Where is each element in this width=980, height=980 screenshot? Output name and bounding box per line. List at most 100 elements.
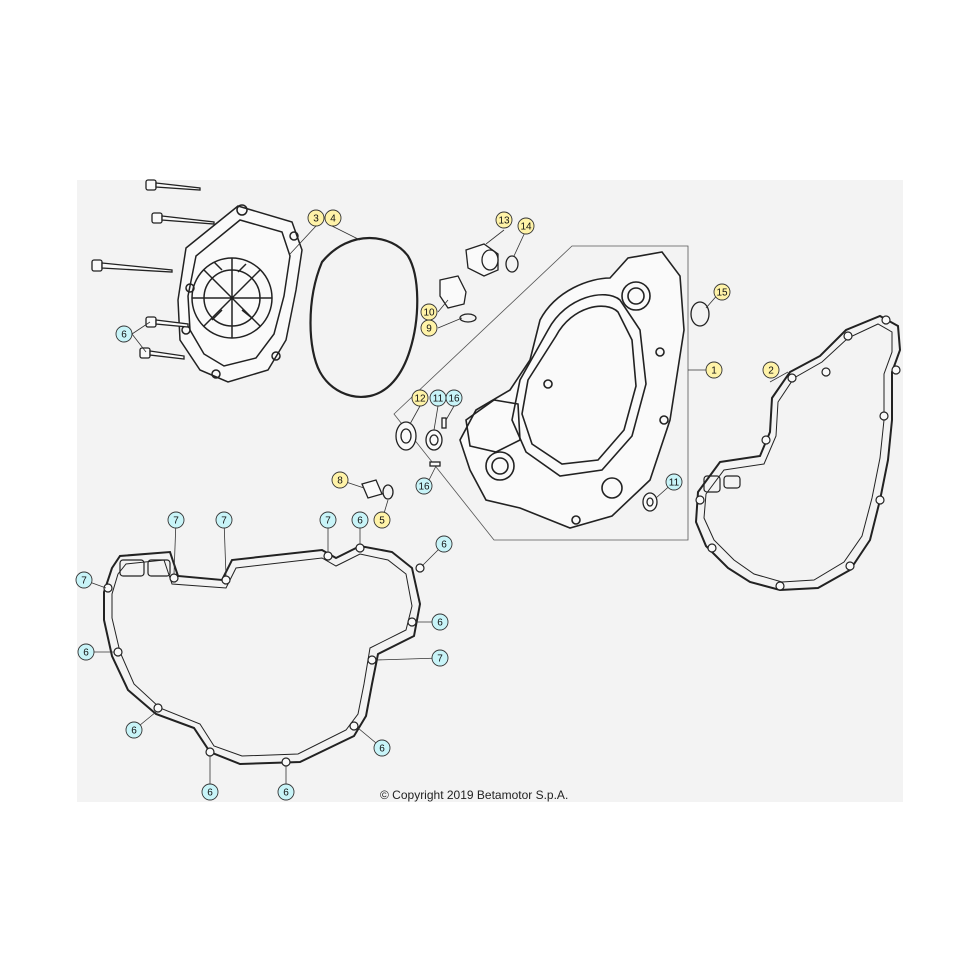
callout-bubble [115, 325, 133, 343]
callout-13: 13 [495, 211, 513, 229]
callout-bubble [445, 389, 463, 407]
outer-cover-gasket [309, 237, 419, 398]
callout-label: 9 [426, 324, 432, 335]
callout-7: 7 [431, 649, 449, 667]
callout-6: 6 [277, 783, 295, 801]
callout-9: 9 [420, 319, 438, 337]
callout-label: 6 [207, 788, 213, 799]
callout-label: 15 [716, 288, 728, 299]
callout-bubble [319, 511, 337, 529]
callout-label: 14 [520, 222, 532, 233]
callout-bubble [215, 511, 233, 529]
callout-bubble [125, 721, 143, 739]
inner-clutch-cover [459, 251, 685, 529]
callout-label: 10 [423, 308, 435, 319]
callout-bubble [201, 783, 219, 801]
callout-label: 3 [313, 214, 319, 225]
callout-7: 7 [215, 511, 233, 529]
callout-label: 6 [83, 648, 89, 659]
callout-bubble [373, 739, 391, 757]
callout-bubble [77, 643, 95, 661]
callout-6: 6 [125, 721, 143, 739]
callout-bubble [411, 389, 429, 407]
callout-12: 12 [411, 389, 429, 407]
callout-7: 7 [75, 571, 93, 589]
inner-cover-leader-box [393, 245, 689, 541]
inner-cover-gasket-inner [703, 323, 893, 583]
callout-label: 12 [414, 394, 426, 405]
callout-6: 6 [115, 325, 133, 343]
callout-bubble [665, 473, 683, 491]
callout-16: 16 [415, 477, 433, 495]
callout-label: 16 [418, 482, 430, 493]
callout-bubble [75, 571, 93, 589]
callout-2: 2 [762, 361, 780, 379]
leader-lines [83, 225, 789, 794]
callout-bubble [495, 211, 513, 229]
callout-6: 6 [351, 511, 369, 529]
callout-bubble [324, 209, 342, 227]
callout-label: 11 [433, 394, 444, 405]
callout-8: 8 [331, 471, 349, 489]
callout-bubble [705, 361, 723, 379]
callout-bubble [351, 511, 369, 529]
small-parts [361, 243, 710, 512]
callout-bubble [517, 217, 535, 235]
crankcase-gasket [103, 544, 422, 766]
callout-6: 6 [431, 613, 449, 631]
callout-7: 7 [167, 511, 185, 529]
callout-label: 7 [221, 516, 227, 527]
inner-cover-gasket [694, 314, 902, 592]
crankcase-gasket-holes [103, 543, 425, 767]
callout-4: 4 [324, 209, 342, 227]
callout-label: 11 [669, 478, 680, 489]
callout-5: 5 [373, 511, 391, 529]
callout-3: 3 [307, 209, 325, 227]
inner-gasket-holes [695, 315, 901, 591]
callout-label: 5 [379, 516, 385, 527]
callout-7: 7 [319, 511, 337, 529]
crankcase-gasket-inner [111, 553, 413, 757]
callout-bubble [713, 283, 731, 301]
crankcase-gasket-window [119, 559, 171, 577]
callout-label: 7 [81, 576, 87, 587]
callout-label: 16 [448, 394, 460, 405]
callout-14: 14 [517, 217, 535, 235]
callout-label: 6 [379, 744, 385, 755]
callout-label: 1 [711, 366, 717, 377]
callout-bubble [373, 511, 391, 529]
callout-6: 6 [435, 535, 453, 553]
inner-gasket-window [703, 475, 741, 493]
callout-label: 13 [498, 216, 510, 227]
callout-6: 6 [201, 783, 219, 801]
callout-bubble [435, 535, 453, 553]
callout-bubble [431, 649, 449, 667]
callout-6: 6 [373, 739, 391, 757]
callout-label: 2 [768, 366, 774, 377]
callout-label: 6 [131, 726, 137, 737]
callout-bubble [431, 613, 449, 631]
callout-bubble [420, 303, 438, 321]
callout-label: 6 [357, 516, 363, 527]
callout-label: 6 [437, 618, 443, 629]
callout-bubble [307, 209, 325, 227]
callout-bubble [331, 471, 349, 489]
callout-label: 6 [121, 330, 127, 341]
callout-1: 1 [705, 361, 723, 379]
copyright-notice: © Copyright 2019 Betamotor S.p.A. [380, 788, 569, 802]
callout-10: 10 [420, 303, 438, 321]
callout-label: 4 [330, 214, 336, 225]
callout-bubble [277, 783, 295, 801]
callout-bubble [167, 511, 185, 529]
callout-15: 15 [713, 283, 731, 301]
callout-label: 6 [441, 540, 447, 551]
callout-label: 7 [173, 516, 179, 527]
callout-label: 7 [325, 516, 331, 527]
callout-bubble [762, 361, 780, 379]
callout-6: 6 [77, 643, 95, 661]
outer-clutch-cover [177, 204, 303, 383]
callout-11: 11 [429, 389, 447, 407]
callout-label: 7 [437, 654, 443, 665]
